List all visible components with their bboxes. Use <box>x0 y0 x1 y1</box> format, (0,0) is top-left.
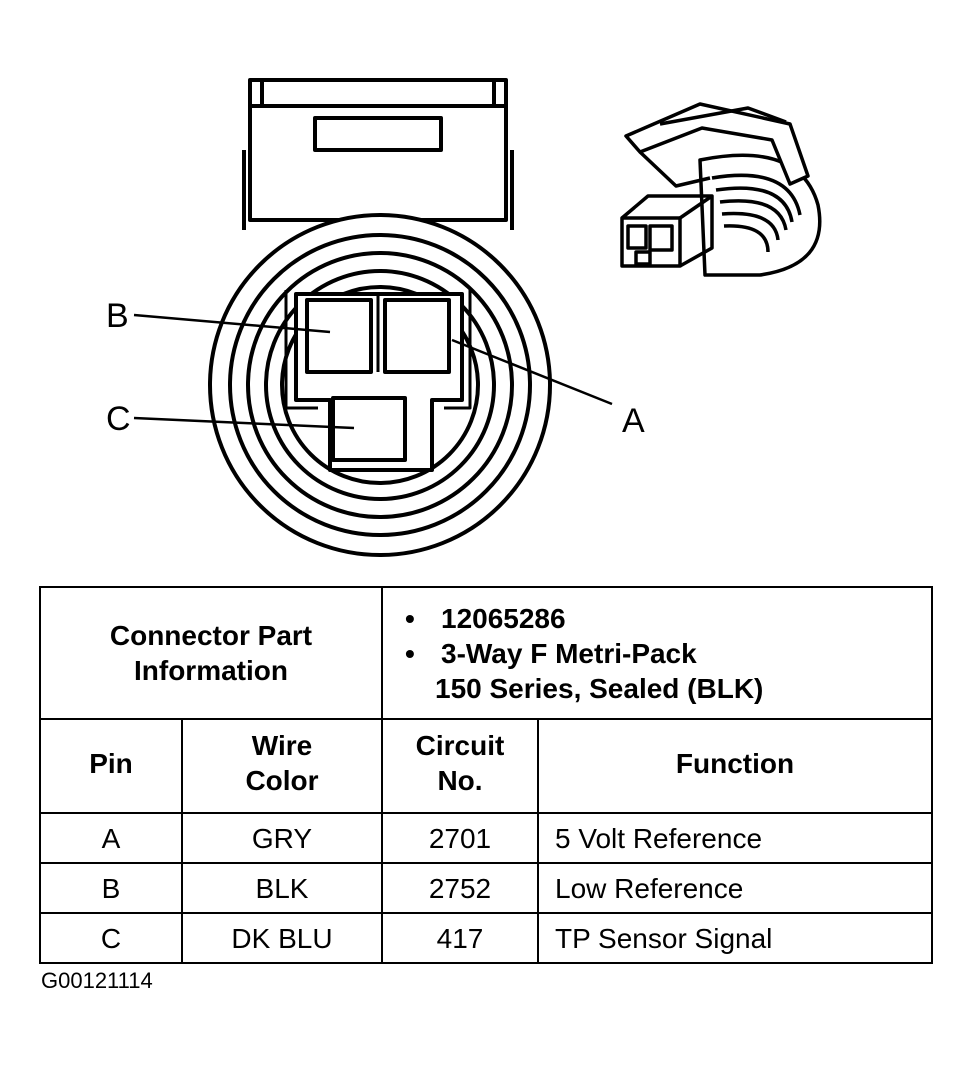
terminal-b <box>305 298 373 374</box>
cell-circuit: 417 <box>381 912 539 964</box>
cell-wire-color: DK BLU <box>181 912 383 964</box>
column-header-row: Pin Wire Color Circuit No. Function <box>39 718 933 814</box>
header-pin: Pin <box>39 718 183 814</box>
cell-function: 5 Volt Reference <box>537 812 933 864</box>
connector-housing <box>242 78 514 230</box>
cell-wire-color: GRY <box>181 812 383 864</box>
cell-function: Low Reference <box>537 862 933 914</box>
terminal-a <box>383 298 451 374</box>
figure-code: G00121114 <box>41 968 153 993</box>
cell-pin: C <box>39 912 183 964</box>
cell-wire-color: BLK <box>181 862 383 914</box>
table-row: B BLK 2752 Low Reference <box>39 862 933 914</box>
connector-part-details: • 12065286 • 3-Way F Metri-Pack 150 Series… <box>381 586 933 720</box>
bullet-icon: • <box>405 637 415 669</box>
part-number: 12065286 <box>441 602 566 634</box>
header-function: Function <box>537 718 933 814</box>
connector-info-table: Connector Part Information • 12065286 • 3-… <box>39 586 933 964</box>
cell-circuit: 2752 <box>381 862 539 914</box>
header-circuit-no: Circuit No. <box>381 718 539 814</box>
connector-part-row: Connector Part Information • 12065286 • 3-… <box>39 586 933 720</box>
cell-pin: B <box>39 862 183 914</box>
pin-label-a: A <box>622 402 645 440</box>
connector-diagram: B C A <box>106 78 822 557</box>
terminal-c <box>331 396 407 462</box>
pin-label-c: C <box>106 400 131 438</box>
part-description-line2: 150 Series, Sealed (BLK) <box>435 672 764 704</box>
connector-isometric-view <box>620 102 822 277</box>
table-row: C DK BLU 417 TP Sensor Signal <box>39 912 933 964</box>
leader-line-a <box>451 338 613 406</box>
leader-line-b <box>133 313 331 334</box>
bullet-icon: • <box>405 602 415 634</box>
cell-pin: A <box>39 812 183 864</box>
cell-function: TP Sensor Signal <box>537 912 933 964</box>
leader-line-c <box>133 416 355 430</box>
header-wire-color: Wire Color <box>181 718 383 814</box>
pin-label-b: B <box>106 297 129 335</box>
table-row: A GRY 2701 5 Volt Reference <box>39 812 933 864</box>
connector-part-heading: Connector Part Information <box>39 586 383 720</box>
part-description-line1: 3-Way F Metri-Pack <box>441 637 697 669</box>
cell-circuit: 2701 <box>381 812 539 864</box>
